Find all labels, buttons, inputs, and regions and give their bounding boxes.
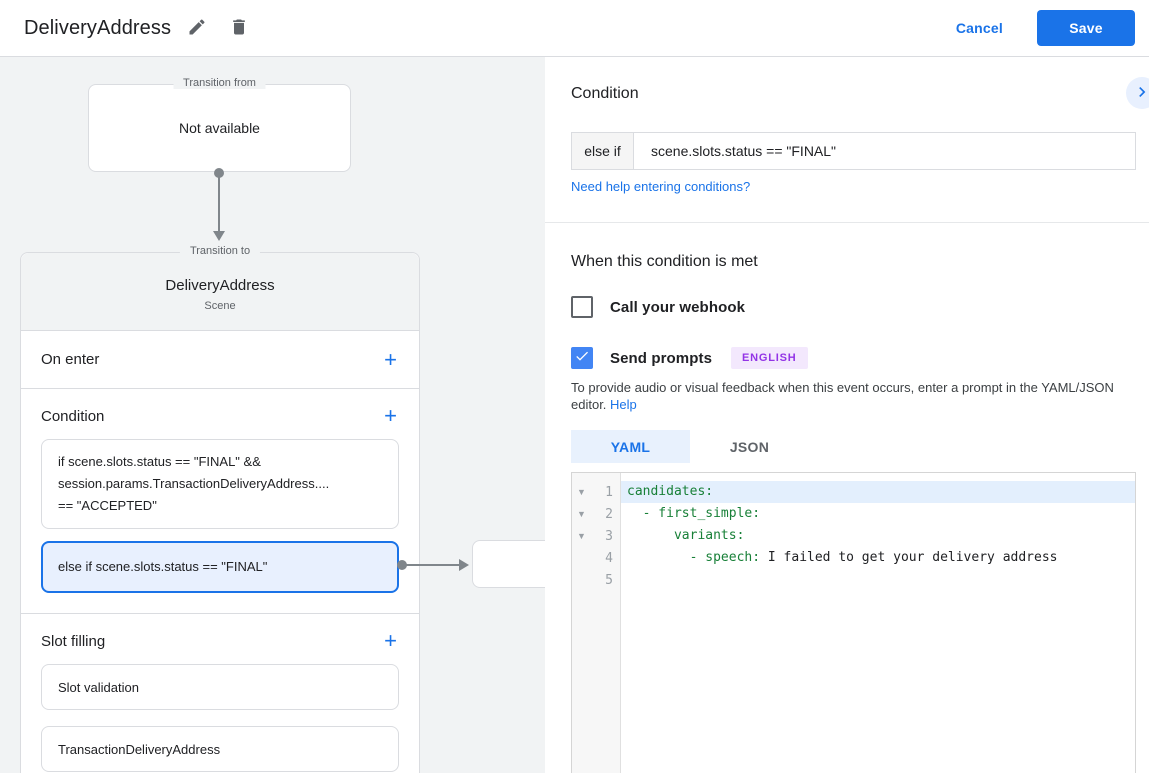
- pencil-icon: [187, 17, 207, 40]
- delete-button[interactable]: [223, 12, 255, 44]
- on-enter-row[interactable]: On enter +: [21, 331, 419, 389]
- line-number: 2: [605, 506, 613, 522]
- line-number: 5: [605, 572, 613, 588]
- add-slot-icon[interactable]: +: [384, 628, 397, 653]
- line-number: 1: [605, 484, 613, 500]
- condition-input-row: else if: [571, 132, 1136, 170]
- condition-editor-panel: Condition else if Need help entering con…: [545, 57, 1149, 773]
- condition-section-label: Condition: [41, 407, 105, 425]
- prompt-help-link[interactable]: Help: [610, 397, 637, 412]
- yaml-code-editor: ▼ 1 ▼ 2 ▼ 3 4 5 candidates: - first_simple:…: [571, 472, 1136, 773]
- scene-type: Scene: [204, 300, 236, 312]
- line-number: 3: [605, 528, 613, 544]
- language-badge: ENGLISH: [731, 347, 808, 369]
- title-group: DeliveryAddress: [24, 12, 255, 44]
- slot-validation-card[interactable]: Slot validation: [41, 664, 399, 710]
- editor-code-area[interactable]: candidates: - first_simple: variants: - …: [621, 473, 1135, 773]
- page-title: DeliveryAddress: [24, 16, 172, 39]
- header-actions: Cancel Save: [956, 10, 1135, 46]
- code-line[interactable]: candidates:: [621, 481, 1135, 503]
- scene-header: DeliveryAddress Scene: [21, 253, 419, 331]
- code-line[interactable]: [621, 569, 1135, 591]
- code-line[interactable]: - speech: I failed to get your delivery …: [627, 550, 1058, 565]
- tab-yaml[interactable]: YAML: [571, 430, 690, 463]
- condition-section: Condition + if scene.slots.status == "FI…: [21, 389, 419, 614]
- transition-from-box: Transition from Not available: [88, 77, 351, 172]
- save-button[interactable]: Save: [1037, 10, 1135, 46]
- panel-divider: [545, 222, 1149, 223]
- webhook-label: Call your webhook: [610, 298, 746, 316]
- code-line[interactable]: - first_simple:: [627, 506, 761, 521]
- collapse-panel-button[interactable]: [1126, 77, 1149, 109]
- fold-icon[interactable]: ▼: [577, 509, 586, 519]
- add-on-enter-icon[interactable]: +: [384, 346, 397, 372]
- webhook-checkbox[interactable]: [571, 296, 593, 318]
- transition-from-label: Transition from: [173, 77, 266, 89]
- down-arrow-connector: [213, 168, 225, 241]
- send-prompts-checkbox[interactable]: [571, 347, 593, 369]
- prompt-description: To provide audio or visual feedback when…: [571, 380, 1114, 412]
- on-enter-label: On enter: [41, 351, 100, 368]
- right-arrow-connector: [397, 559, 469, 571]
- slot-filling-label: Slot filling: [41, 632, 106, 650]
- diagram-panel: Transition from Not available Transition…: [0, 57, 545, 773]
- condition-met-title: When this condition is met: [571, 253, 758, 270]
- add-condition-icon[interactable]: +: [384, 403, 397, 428]
- scene-name: DeliveryAddress: [165, 277, 275, 294]
- editor-format-tabs: YAML JSON: [571, 430, 809, 463]
- fold-icon[interactable]: ▼: [577, 531, 586, 541]
- send-prompts-label: Send prompts: [610, 349, 713, 367]
- slot-filling-section: Slot filling + Slot validation Transacti…: [21, 614, 419, 773]
- transaction-delivery-address-card[interactable]: TransactionDeliveryAddress: [41, 726, 399, 772]
- transition-target-box: [472, 540, 545, 588]
- code-line[interactable]: variants:: [627, 528, 745, 543]
- transition-from-content: Not available: [179, 120, 260, 136]
- top-bar: DeliveryAddress Cancel Save: [0, 0, 1149, 57]
- panel-title: Condition: [571, 85, 639, 102]
- condition-card-else-if[interactable]: else if scene.slots.status == "FINAL": [41, 541, 399, 593]
- fold-icon[interactable]: ▼: [577, 487, 586, 497]
- checkmark-icon: [574, 348, 590, 369]
- scene-card: Transition to DeliveryAddress Scene On e…: [20, 245, 420, 773]
- trash-icon: [229, 17, 249, 40]
- transition-to-label: Transition to: [179, 245, 261, 257]
- condition-expression-input[interactable]: [634, 133, 1135, 169]
- condition-card-if[interactable]: if scene.slots.status == "FINAL" && sess…: [41, 439, 399, 529]
- conditions-help-link[interactable]: Need help entering conditions?: [571, 179, 751, 194]
- webhook-checkbox-row[interactable]: Call your webhook: [571, 296, 745, 318]
- line-number: 4: [605, 550, 613, 566]
- editor-gutter: ▼ 1 ▼ 2 ▼ 3 4 5: [572, 473, 621, 773]
- condition-prefix: else if: [572, 133, 634, 169]
- send-prompts-checkbox-row[interactable]: Send prompts ENGLISH: [571, 347, 808, 369]
- edit-button[interactable]: [181, 12, 213, 44]
- chevron-right-icon: [1132, 82, 1149, 105]
- tab-json[interactable]: JSON: [729, 438, 770, 455]
- cancel-button[interactable]: Cancel: [955, 20, 1003, 36]
